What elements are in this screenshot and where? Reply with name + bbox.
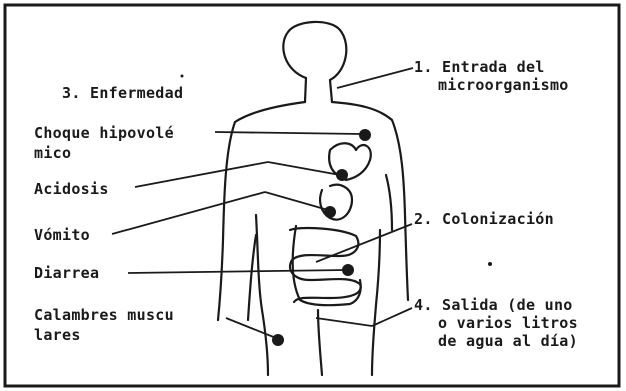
leader-choque — [215, 132, 362, 134]
speck — [181, 75, 184, 78]
label-entrada-line1: 1. Entrada del — [414, 58, 545, 76]
label-entrada-line2: microorganismo — [438, 76, 569, 94]
label-choque-line2: mico — [34, 144, 71, 162]
label-calambres-line1: Calambres muscu — [34, 306, 174, 324]
label-salida-line2: o varios litros — [438, 314, 578, 332]
neck-left — [305, 78, 306, 102]
dot-heart — [359, 129, 371, 141]
left-arm-outline — [218, 102, 305, 320]
leader-vomito — [112, 192, 265, 234]
label-salida-line1: 4. Salida (de uno — [414, 296, 573, 314]
leader-diarrea — [128, 270, 346, 273]
leader-entrada — [337, 68, 413, 88]
left-arm-inner — [248, 235, 256, 320]
label-diarrea: Diarrea — [34, 264, 99, 282]
label-choque-line1: Choque hipovolé — [34, 124, 174, 142]
head-outline — [283, 22, 346, 80]
dot-leg — [272, 334, 284, 346]
leader-vomito-2 — [265, 192, 328, 210]
left-torso — [256, 215, 268, 375]
speck — [488, 262, 492, 266]
leader-calambres — [226, 318, 276, 338]
neck-right — [330, 80, 332, 102]
label-vomito: Vómito — [34, 226, 90, 244]
right-torso — [372, 230, 380, 375]
label-acidosis: Acidosis — [34, 180, 109, 198]
label-enfermedad: 3. Enfermedad — [62, 84, 183, 102]
right-arm-inner — [386, 175, 392, 230]
leader-acidosis — [135, 162, 268, 187]
leader-salida-2 — [372, 308, 412, 326]
label-salida-line3: de agua al día) — [438, 332, 578, 350]
label-colonizacion: 2. Colonización — [414, 210, 554, 228]
dot-stomach — [324, 206, 336, 218]
label-calambres-line2: lares — [34, 326, 81, 344]
leg-split — [318, 310, 322, 375]
leader-salida — [316, 318, 372, 326]
